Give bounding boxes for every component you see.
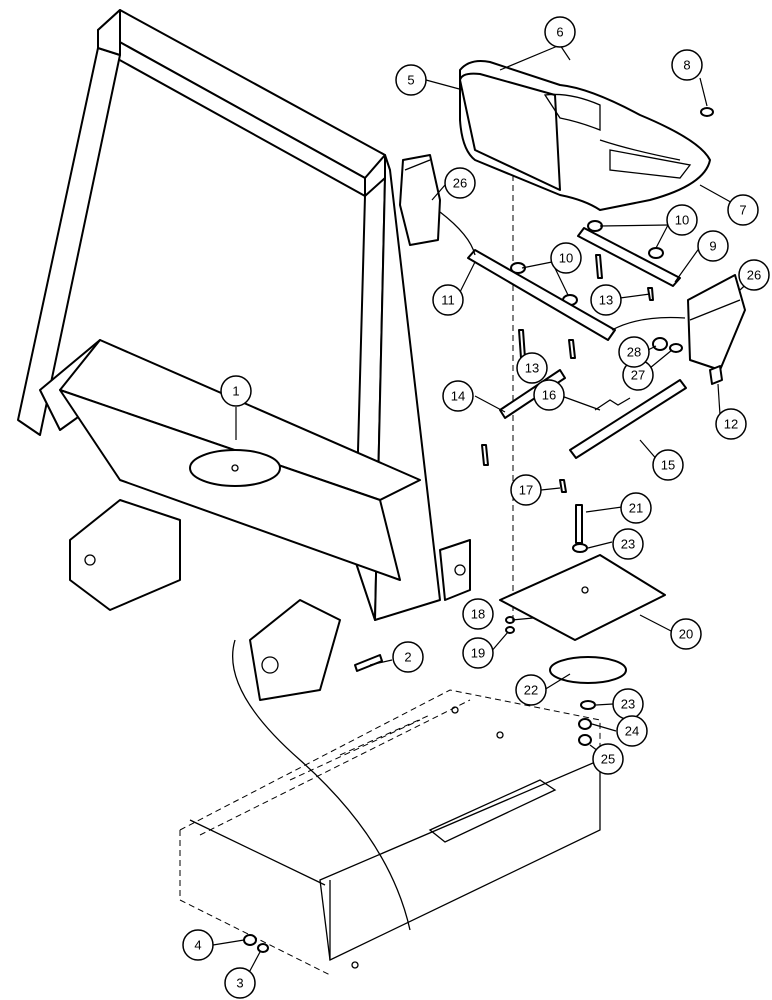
callouts: 1 2 3 4 5 6 7 8 9 10 10 11 12 13 13 14 1… [182,16,770,999]
callout-5: 5 [395,64,427,96]
callout-label: 14 [451,389,465,404]
callout-23-lower: 23 [612,688,644,720]
callout-14: 14 [442,380,474,412]
callout-18: 18 [462,598,494,630]
callout-label: 16 [542,388,556,403]
seat-cushion [459,60,711,620]
callout-8: 8 [671,49,703,81]
callout-1: 1 [220,375,252,407]
callout-label: 15 [661,458,675,473]
callout-label: 10 [559,251,573,266]
callout-12: 12 [715,408,747,440]
callout-9: 9 [697,230,729,262]
callout-label: 9 [709,239,716,254]
callout-25: 25 [592,743,624,775]
callout-22: 22 [515,674,547,706]
callout-28: 28 [618,336,650,368]
callout-label: 3 [236,976,243,991]
callout-label: 24 [625,724,639,739]
callout-label: 21 [629,501,643,516]
callout-label: 20 [679,627,693,642]
callout-label: 13 [525,361,539,376]
callout-label: 6 [556,25,563,40]
callout-label: 19 [471,646,485,661]
callout-label: 8 [683,58,690,73]
callout-label: 10 [675,213,689,228]
callout-label: 26 [453,176,467,191]
callout-13-right: 13 [590,284,622,316]
callout-13-left: 13 [516,352,548,384]
callout-label: 13 [599,293,613,308]
callout-label: 23 [621,697,635,712]
callout-24: 24 [616,715,648,747]
callout-16: 16 [533,379,565,411]
callout-label: 4 [194,938,201,953]
callout-15: 15 [652,449,684,481]
callout-label: 2 [404,650,411,665]
callout-10-left: 10 [550,242,582,274]
leader-lines [212,44,757,981]
callout-7: 7 [727,194,759,226]
callout-label: 26 [747,268,761,283]
callout-label: 23 [621,537,635,552]
rops-frame [17,9,471,931]
callout-label: 7 [739,203,746,218]
callout-20: 20 [670,618,702,650]
callout-label: 18 [471,607,485,622]
callout-label: 11 [441,293,455,308]
callout-label: 22 [524,683,538,698]
callout-17: 17 [510,474,542,506]
callout-11: 11 [432,284,464,316]
seat-hardware [243,107,746,953]
chassis-frame [179,689,601,976]
callout-27: 27 [622,359,654,391]
callout-3: 3 [224,967,256,999]
callout-19: 19 [462,637,494,669]
callout-4: 4 [182,929,214,961]
callout-label: 5 [407,73,414,88]
callout-label: 1 [232,384,239,399]
callout-label: 27 [631,368,645,383]
callout-6: 6 [544,16,576,48]
callout-23-upper: 23 [612,528,644,560]
callout-10-right: 10 [666,204,698,236]
callout-label: 17 [519,483,533,498]
callout-2: 2 [392,641,424,673]
callout-26-right: 26 [738,259,770,291]
callout-label: 25 [601,752,615,767]
callout-label: 12 [724,417,738,432]
callout-26-left: 26 [444,167,476,199]
callout-21: 21 [620,492,652,524]
callout-label: 28 [627,345,641,360]
